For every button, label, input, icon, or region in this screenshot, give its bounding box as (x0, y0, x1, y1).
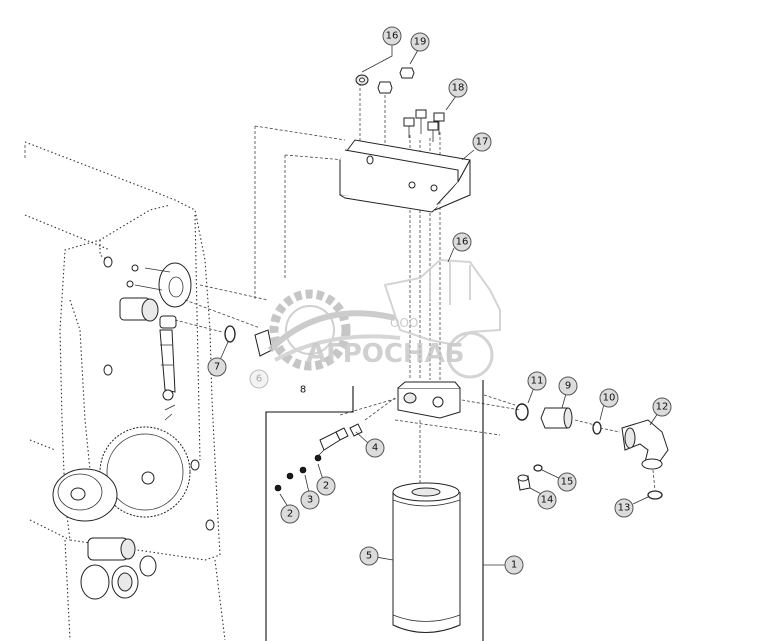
svg-text:15: 15 (561, 477, 574, 488)
callout-4: 4 (365, 438, 385, 458)
svg-text:3: 3 (307, 495, 313, 506)
filter-head (339, 381, 521, 485)
right-fittings (483, 394, 669, 500)
callout-1: 1 (504, 555, 524, 575)
agrosnab-watermark: ООО АГРОСНАБ (267, 258, 501, 379)
mounting-bracket (254, 67, 471, 380)
svg-text:2: 2 (323, 481, 329, 492)
svg-text:7: 7 (214, 362, 220, 373)
svg-text:13: 13 (618, 503, 631, 514)
filter-fittings (274, 397, 396, 492)
watermark-line1: ООО (390, 316, 418, 330)
callout-16-mid: 16 (452, 232, 472, 252)
svg-text:12: 12 (656, 402, 669, 413)
callout-8: 8 (300, 385, 306, 396)
timing-gear (99, 426, 191, 518)
callout-16-top: 16 (382, 26, 402, 46)
seal-and-sleeve (224, 325, 273, 357)
callout-6: 6 (249, 369, 269, 389)
svg-text:4: 4 (372, 443, 378, 454)
callout-15: 15 (557, 472, 577, 492)
svg-text:14: 14 (541, 495, 554, 506)
engine-housing (24, 141, 226, 641)
housing-fittings (80, 256, 215, 600)
callout-7: 7 (207, 357, 227, 377)
svg-text:1: 1 (511, 560, 517, 571)
callout-2-left: 2 (280, 504, 300, 524)
callout-14: 14 (537, 490, 557, 510)
svg-text:10: 10 (603, 393, 616, 404)
callout-10: 10 (599, 388, 619, 408)
callout-19: 19 (410, 32, 430, 52)
callout-11: 11 (527, 371, 547, 391)
callout-2-right: 2 (316, 476, 336, 496)
callout-18: 18 (448, 78, 468, 98)
svg-text:5: 5 (366, 551, 372, 562)
callout-13: 13 (614, 498, 634, 518)
svg-text:18: 18 (452, 83, 465, 94)
oil-filter-cartridge (392, 482, 461, 633)
callout-12: 12 (652, 397, 672, 417)
upper-pulley (126, 262, 192, 308)
svg-text:8: 8 (300, 385, 306, 396)
crank-pulley (52, 468, 118, 522)
filter-kit-frame (265, 380, 505, 641)
svg-text:2: 2 (287, 509, 293, 520)
callout-5: 5 (359, 546, 379, 566)
svg-text:11: 11 (531, 376, 544, 387)
svg-text:6: 6 (256, 374, 262, 385)
callout-3: 3 (300, 490, 320, 510)
svg-text:9: 9 (565, 381, 571, 392)
svg-text:16: 16 (386, 31, 399, 42)
callout-9: 9 (558, 376, 578, 396)
callout-17: 17 (472, 132, 492, 152)
svg-text:16: 16 (456, 237, 469, 248)
svg-text:19: 19 (414, 37, 427, 48)
watermark-line2: АГРОСНАБ (306, 339, 465, 369)
svg-text:17: 17 (476, 137, 489, 148)
